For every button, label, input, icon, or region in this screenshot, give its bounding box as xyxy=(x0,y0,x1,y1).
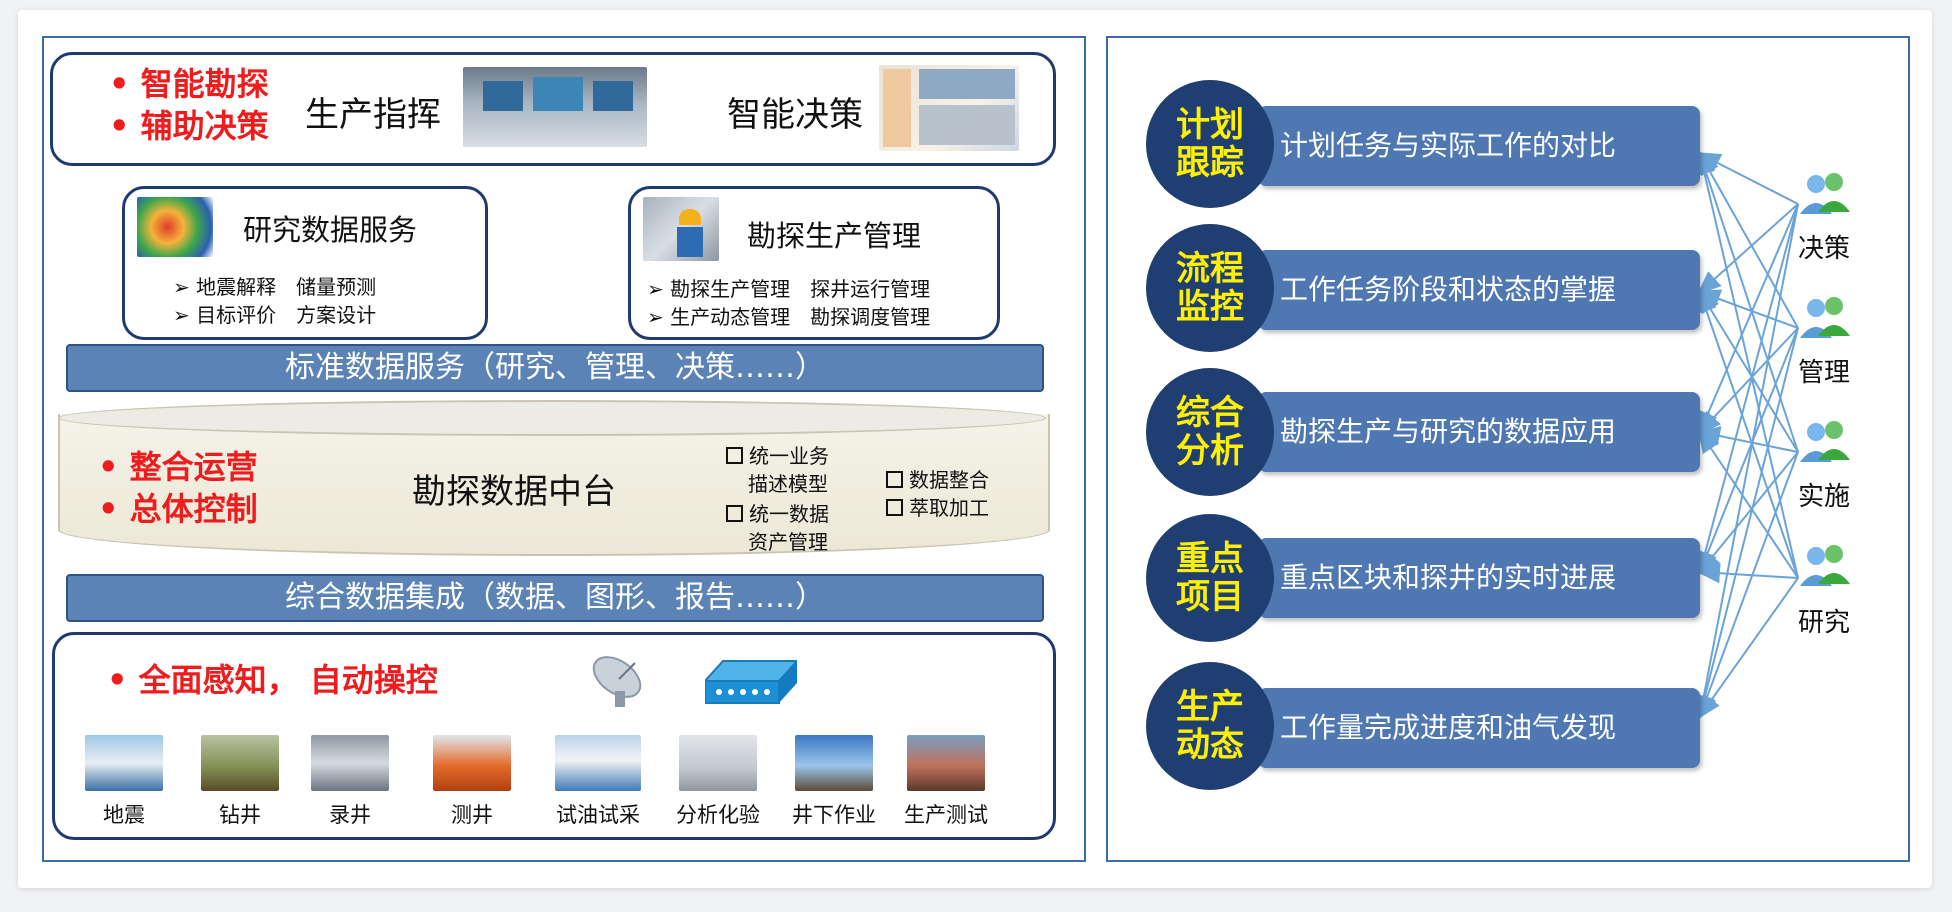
production-mgmt-line-2: ➢ 生产动态管理 勘探调度管理 xyxy=(647,305,931,329)
top-section: • 智能勘探 • 辅助决策 生产指挥 智能决策 xyxy=(50,52,1056,166)
platform-feature-1: 统一业务 xyxy=(726,440,829,469)
research-service-line-2: ➢ 目标评价 方案设计 xyxy=(173,303,377,327)
user-pair-icon xyxy=(1794,542,1854,598)
platform-bullet-2: • 总体控制 xyxy=(98,490,258,528)
label-decision: 智能决策 xyxy=(727,95,863,135)
item-well-test: 试油试采 xyxy=(556,803,640,827)
tag-key-projects: 重点 项目 xyxy=(1146,514,1274,642)
network-switch-icon xyxy=(702,657,800,709)
middle-platform: • 整合运营 • 总体控制 勘探数据中台 统一业务 描述模型 统一数据 资产管理… xyxy=(58,400,1050,570)
user-pair-icon xyxy=(1794,418,1854,474)
production-mgmt-line-1: ➢ 勘探生产管理 探井运行管理 xyxy=(647,277,931,301)
photo-well-logging xyxy=(433,735,511,791)
production-mgmt-title: 勘探生产管理 xyxy=(747,219,922,253)
item-well-logging: 测井 xyxy=(451,803,493,827)
role-research: 研究 xyxy=(1797,608,1850,638)
platform-feature-2b: 资产管理 xyxy=(748,530,828,554)
item-drilling: 钻井 xyxy=(219,803,261,827)
right-panel: 计划 跟踪 计划任务与实际工作的对比 流程 监控 工作任务阶段和状态的掌握 综合… xyxy=(1106,36,1910,862)
tag-production-dynamics: 生产 动态 xyxy=(1146,662,1274,790)
photo-downhole xyxy=(795,735,873,791)
item-seismic: 地震 xyxy=(103,803,145,827)
label-command: 生产指挥 xyxy=(305,95,441,135)
top-bullet-1: • 智能勘探 xyxy=(109,65,269,103)
photo-drilling xyxy=(201,735,279,791)
role-implementation: 实施 xyxy=(1797,482,1850,512)
photo-production-test xyxy=(907,735,985,791)
standard-data-band: 标准数据服务（研究、管理、决策……） xyxy=(66,344,1044,392)
tag-comprehensive-analysis: 综合 分析 xyxy=(1146,368,1274,496)
command-center-photo xyxy=(463,67,647,147)
research-service-box: 研究数据服务 ➢ 地震解释 储量预测 ➢ 目标评价 方案设计 xyxy=(122,186,488,340)
worker-thumb xyxy=(643,197,719,261)
row-production-dynamics: 工作量完成进度和油气发现 xyxy=(1258,688,1700,768)
left-panel: • 智能勘探 • 辅助决策 生产指挥 智能决策 研究数据服务 ➢ 地震解释 储量… xyxy=(42,36,1086,862)
item-production-test: 生产测试 xyxy=(904,803,988,827)
item-lab-analysis: 分析化验 xyxy=(676,803,760,827)
role-decision: 决策 xyxy=(1797,234,1850,264)
platform-bullet-1: • 整合运营 xyxy=(98,448,258,486)
satellite-dish-icon xyxy=(585,651,655,711)
photo-lab xyxy=(679,735,757,791)
platform-feature-4: 萃取加工 xyxy=(886,492,989,521)
row-process-monitoring: 工作任务阶段和状态的掌握 xyxy=(1258,250,1700,330)
photo-well-test xyxy=(555,735,641,791)
photo-logging xyxy=(311,735,389,791)
tag-plan-tracking: 计划 跟踪 xyxy=(1146,80,1274,208)
top-bullet-2: • 辅助决策 xyxy=(109,107,269,145)
role-management: 管理 xyxy=(1797,358,1850,388)
research-service-title: 研究数据服务 xyxy=(243,213,418,247)
platform-feature-2: 统一数据 xyxy=(726,498,829,527)
research-service-line-1: ➢ 地震解释 储量预测 xyxy=(173,275,377,299)
research-map-thumb xyxy=(137,197,213,257)
photo-seismic xyxy=(85,735,163,791)
tag-process-monitoring: 流程 监控 xyxy=(1146,224,1274,352)
integration-data-band: 综合数据集成（数据、图形、报告……） xyxy=(66,574,1044,622)
bottom-section: • 全面感知， 自动操控 地震 钻井 xyxy=(52,632,1056,840)
row-plan-tracking: 计划任务与实际工作的对比 xyxy=(1258,106,1700,186)
platform-feature-1b: 描述模型 xyxy=(748,472,828,496)
role-arrows xyxy=(1693,150,1799,720)
item-downhole: 井下作业 xyxy=(792,803,876,827)
row-comprehensive-analysis: 勘探生产与研究的数据应用 xyxy=(1258,392,1700,472)
production-mgmt-box: 勘探生产管理 ➢ 勘探生产管理 探井运行管理 ➢ 生产动态管理 勘探调度管理 xyxy=(628,186,1000,340)
item-mud-logging: 录井 xyxy=(329,803,371,827)
platform-feature-3: 数据整合 xyxy=(886,464,989,493)
bottom-bullet: • 全面感知， 自动操控 xyxy=(107,661,438,699)
user-pair-icon xyxy=(1794,170,1854,226)
user-pair-icon xyxy=(1794,294,1854,350)
platform-title: 勘探数据中台 xyxy=(412,472,616,512)
decision-photo xyxy=(879,65,1019,151)
row-key-projects: 重点区块和探井的实时进展 xyxy=(1258,538,1700,618)
